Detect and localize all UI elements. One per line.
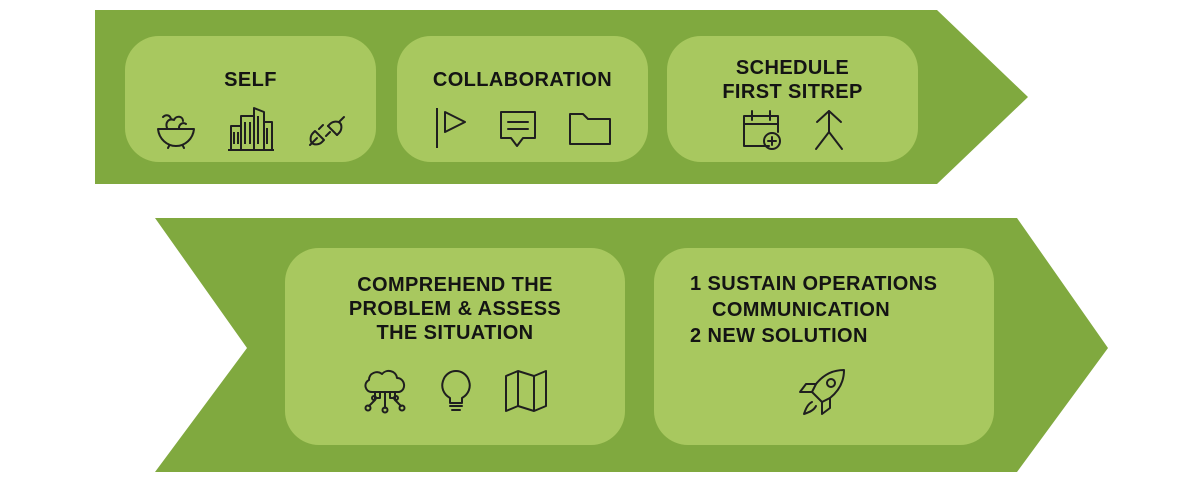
self-box: SELF [125,36,376,162]
salad-bowl-icon [154,109,198,149]
schedule-title-line2: FIRST SITREP [722,81,863,103]
comprehend-title: COMPREHEND THE PROBLEM & ASSESS THE SITU… [285,273,625,345]
self-title: SELF [224,69,277,91]
merge-arrow-icon [811,108,847,152]
solution-item-1: 1 SUSTAIN OPERATIONS [690,272,937,296]
solution-item-1-text: SUSTAIN OPERATIONS [707,273,938,295]
flag-icon [433,106,469,150]
schedule-title: SCHEDULE FIRST SITREP [667,56,918,104]
solution-box: 1 SUSTAIN OPERATIONS COMMUNICATION 2 NEW… [654,248,994,445]
schedule-title-line1: SCHEDULE [735,57,850,79]
power-plug-icon [304,107,348,151]
comprehend-title-line2: PROBLEM & ASSESS [348,298,562,320]
solution-item-2-text: NEW SOLUTION [707,325,868,347]
folder-icon [567,108,613,148]
solution-item-1-number: 1 [690,273,702,295]
collaboration-box: COLLABORATION [397,36,648,162]
solution-item-1-continuation: COMMUNICATION [712,299,891,321]
calendar-add-icon [739,108,783,152]
collaboration-title: COLLABORATION [432,69,613,91]
chat-bubble-icon [497,106,539,150]
solution-item-2-number: 2 [690,325,702,347]
comprehend-box: COMPREHEND THE PROBLEM & ASSESS THE SITU… [285,248,625,445]
comprehend-title-line3: THE SITUATION [376,322,534,344]
rocket-icon [794,362,854,422]
solution-item-2: 2 NEW SOLUTION [690,324,868,348]
map-icon [502,368,550,414]
office-buildings-icon [226,106,276,152]
lightbulb-icon [438,368,474,414]
comprehend-title-line1: COMPREHEND THE [357,274,553,296]
schedule-box: SCHEDULE FIRST SITREP [667,36,918,162]
cloud-network-icon [360,368,410,414]
